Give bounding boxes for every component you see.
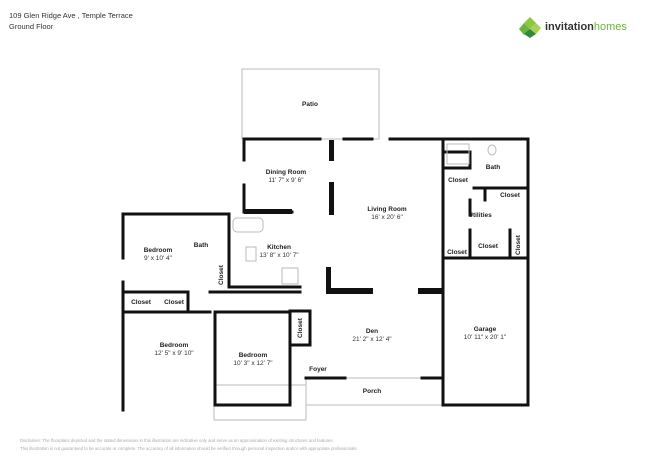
fridge-icon <box>281 267 299 285</box>
room-name: Bath <box>194 242 208 249</box>
wall-segment <box>418 288 443 294</box>
closet-label: Closet <box>131 299 152 306</box>
closet-label: Closet <box>515 234 522 255</box>
pillar <box>329 140 334 161</box>
room-dims: 9' x 10' 4" <box>144 255 173 262</box>
closet-label: Closet <box>447 249 468 256</box>
pillar <box>329 182 334 215</box>
shower-icon <box>446 143 470 165</box>
disclaimer-line-2: This illustration is not guaranteed to b… <box>20 446 358 451</box>
walkway-outline <box>213 384 307 421</box>
closet-label: Closet <box>500 192 521 199</box>
room-dims: 16' x 20' 6" <box>371 214 403 221</box>
room-dims: 10' 11" x 20' 1" <box>464 334 507 341</box>
room-name: Bedroom <box>144 247 173 254</box>
floor-label: Ground Floor <box>9 22 54 31</box>
stove-icon <box>245 246 257 262</box>
room-dims: 21' 2" x 12' 4" <box>352 336 392 343</box>
wall-segment <box>326 288 373 294</box>
property-address: 109 Glen Ridge Ave , Temple Terrace <box>9 11 133 20</box>
room-name: Patio <box>302 101 318 108</box>
room-name: Dining Room <box>266 169 307 176</box>
closet-label: Closet <box>448 177 469 184</box>
room-name: Porch <box>363 388 381 395</box>
logo-text-invitation: invitation <box>545 21 594 33</box>
room-dims: 10' 3" x 12' 7" <box>233 360 273 367</box>
logo-mark-icon <box>519 17 541 38</box>
logo-text-homes: homes <box>593 21 627 33</box>
room-name: Den <box>366 328 378 335</box>
room-dims: 13' 8" x 10' 7" <box>259 252 299 259</box>
room-dims: 12' 5" x 9' 10" <box>154 350 194 357</box>
room-name: Living Room <box>367 206 407 213</box>
room-name: Foyer <box>309 366 327 373</box>
closet-label: Closet <box>218 264 225 285</box>
toilet-icon <box>487 144 497 156</box>
room-name: Garage <box>474 326 497 333</box>
walls <box>121 137 530 412</box>
closet-label: Closet <box>478 243 499 250</box>
room-name: Bedroom <box>239 352 268 359</box>
disclaimer-line-1: Disclaimer: The floorplans depicted and … <box>20 438 334 443</box>
room-name: Kitchen <box>267 244 291 251</box>
room-name: Bedroom <box>160 342 189 349</box>
bathtub-icon <box>232 217 264 233</box>
closet-label: Closet <box>297 317 304 338</box>
room-name: Utilities <box>468 212 492 219</box>
wall-segment <box>244 209 292 214</box>
room-name: Bath <box>486 164 500 171</box>
pillar <box>326 267 331 293</box>
room-dims: 11' 7" x 9' 6" <box>268 177 304 184</box>
closet-label: Closet <box>164 299 185 306</box>
